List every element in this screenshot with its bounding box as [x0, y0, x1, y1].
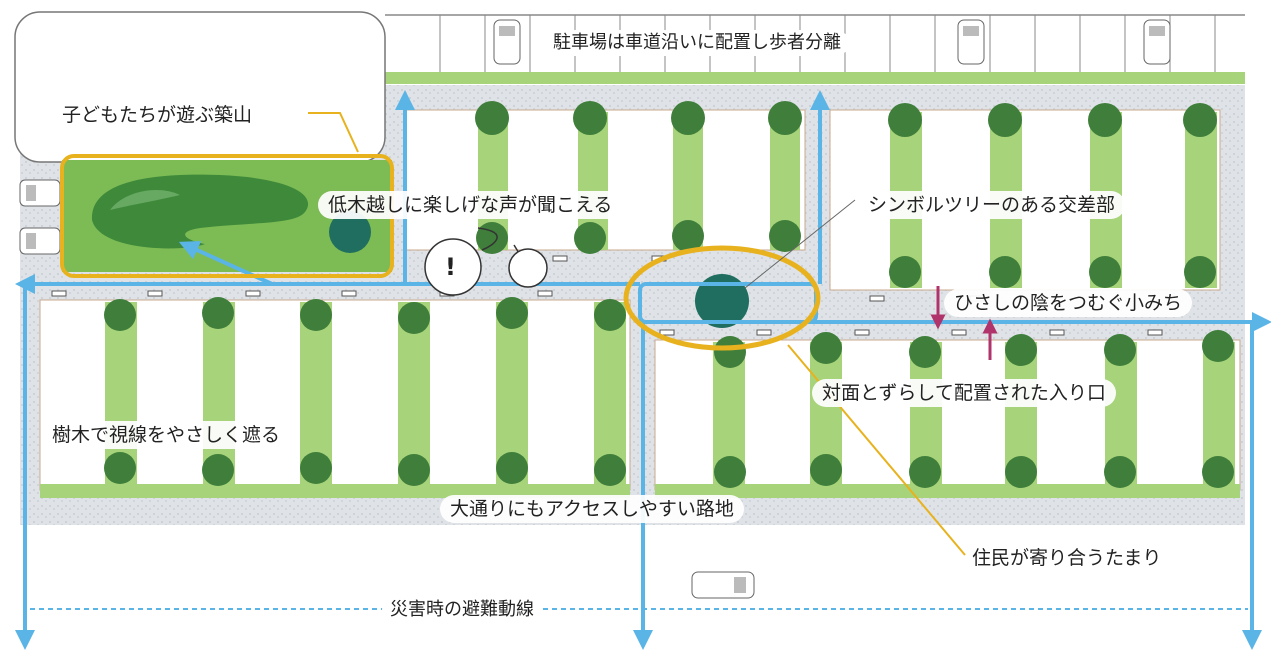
label-trees-screen: 樹木で視線をやさしく遮る: [42, 421, 291, 449]
play-area-outline: [14, 11, 386, 163]
leader-lines: [308, 112, 966, 556]
tree-icon: [329, 211, 371, 253]
label-offset-entrances: 対面とずらして配置された入り口: [812, 379, 1116, 407]
gathering-spot-highlight: [623, 245, 821, 351]
circulation-arrows: [15, 90, 1271, 650]
label-voices: 低木越しに楽しげな声が聞こえる: [318, 191, 623, 219]
label-evacuation: 災害時の避難動線: [382, 597, 542, 623]
label-eaves-path: ひさしの陰をつむぐ小みち: [944, 289, 1193, 317]
symbol-tree-icon: [695, 274, 749, 328]
speech-bubble-icon: [424, 227, 548, 296]
label-play-hill: 子どもたちが遊ぶ築山: [62, 104, 253, 126]
car-icon: [691, 571, 755, 599]
tree-icon: [104, 101, 1234, 488]
label-residents-gather: 住民が寄り合うたまり: [972, 547, 1162, 569]
label-symbol-tree: シンボルツリーのある交差部: [858, 191, 1126, 219]
label-exclamation: !: [445, 253, 456, 281]
car-icon: [493, 19, 1171, 65]
lower-left-block: [39, 299, 631, 498]
label-parking-note: 駐車場は車道沿いに配置し歩者分離: [545, 30, 849, 56]
upper-middle-block: [404, 109, 806, 251]
label-main-street-access: 大通りにもアクセスしやすい路地: [440, 495, 744, 523]
